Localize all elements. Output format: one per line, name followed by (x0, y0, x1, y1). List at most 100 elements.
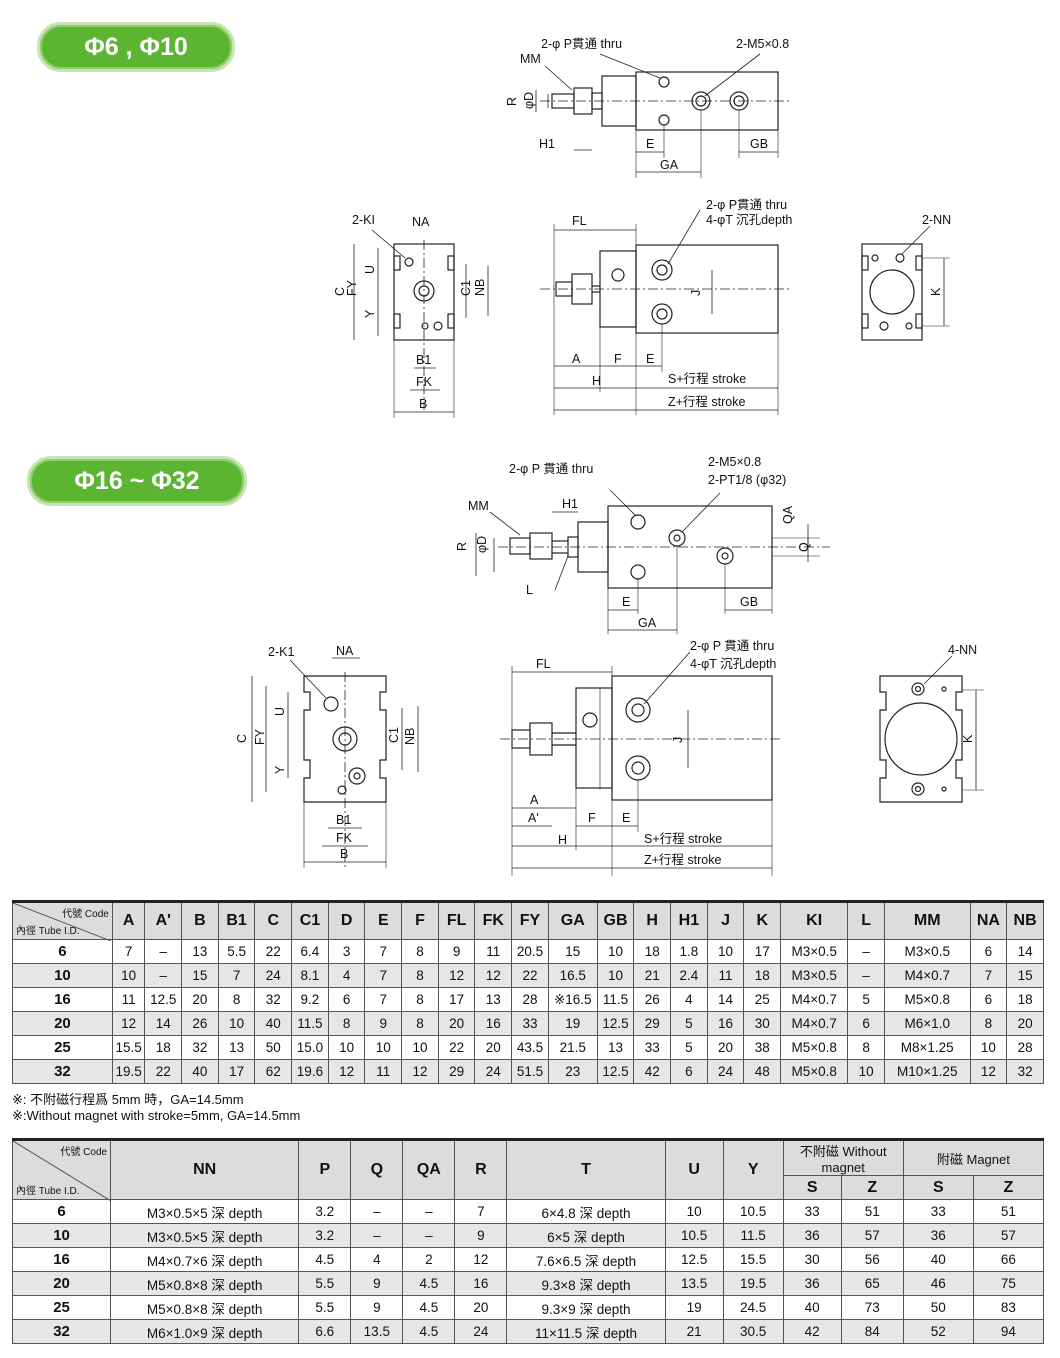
table-cell: 73 (840, 1295, 904, 1320)
footnote-chinese: ※: 不附磁行程爲 5mm 時，GA=14.5mm (12, 1092, 244, 1107)
table-cell: 6 (969, 939, 1008, 964)
tube-size-cell: 20 (12, 1011, 113, 1036)
table-cell: 22 (511, 963, 549, 988)
table-cell: 50 (254, 1035, 293, 1060)
table-cell: 9 (364, 1011, 403, 1036)
table-cell: 11.5 (596, 987, 635, 1012)
table-cell: 7.6×6.5 深 depth (506, 1247, 666, 1272)
tube-size-cell: 32 (12, 1059, 113, 1084)
label-b-l: B (340, 847, 348, 861)
table-cell: 19 (547, 1011, 598, 1036)
table-cell: 10 (596, 939, 635, 964)
table-cell: 51 (840, 1199, 904, 1224)
label-na: NA (412, 215, 430, 229)
label-k-l: K (961, 734, 975, 743)
table1-header-cell: KI (780, 900, 849, 940)
table1-corner-header: 代號 Code 內徑 Tube I.D. (12, 900, 113, 941)
small-rear-view (861, 225, 950, 341)
tube-size-cell: 16 (11, 1247, 112, 1272)
table-cell: 10 (664, 1199, 724, 1224)
table-cell: M4×0.7×6 深 depth (110, 1247, 300, 1272)
table-cell: 8 (401, 987, 439, 1012)
table-cell: 83 (972, 1295, 1045, 1320)
table-cell: ※16.5 (547, 987, 598, 1012)
label-z-stroke: Z+行程 stroke (668, 394, 745, 409)
table-cell: 5.5 (298, 1271, 352, 1296)
label-r: R (505, 97, 519, 106)
label-fy-l: FY (253, 728, 267, 745)
table-cell: 17 (437, 987, 476, 1012)
corner-code-label-2: 代號 Code (60, 1147, 108, 1158)
table-cell: 10 (401, 1035, 439, 1060)
label-ga-l: GA (638, 616, 657, 630)
large-top-view (475, 489, 830, 634)
table-cell: 3.2 (298, 1223, 352, 1248)
label-l: L (526, 583, 533, 597)
label-t-depth: 4-φT 沉孔depth (706, 213, 792, 227)
table-cell: 66 (972, 1247, 1045, 1272)
table-cell: 4 (670, 987, 708, 1012)
table1-header-cell: FL (437, 900, 476, 940)
table-cell: – (847, 963, 885, 988)
table-cell: 16 (454, 1271, 508, 1296)
table1-header-cell: D (327, 900, 366, 940)
table-cell: 28 (511, 987, 549, 1012)
table-cell: 11.5 (291, 1011, 329, 1036)
table2-header-cell: NN (110, 1138, 300, 1200)
table-cell: – (847, 939, 885, 964)
table-cell: 19 (664, 1295, 724, 1320)
table-cell: 6 (327, 987, 366, 1012)
table-cell: 8 (217, 987, 256, 1012)
label-h1: H1 (539, 137, 555, 151)
table2-header-cell: Y (722, 1138, 784, 1200)
label-b1: B1 (416, 353, 431, 367)
label-fy: FY (345, 279, 359, 296)
table-cell: 46 (902, 1271, 974, 1296)
table-cell: 14 (706, 987, 745, 1012)
table-cell: 10 (969, 1035, 1008, 1060)
table-cell: 15 (1006, 963, 1044, 988)
label-b: B (419, 397, 427, 411)
table1-header-cell: B1 (217, 900, 256, 940)
table-cell: 51 (972, 1199, 1045, 1224)
label-u-l: U (273, 707, 287, 716)
table-cell: 18 (144, 1035, 183, 1060)
table-cell: 84 (840, 1319, 904, 1344)
table-cell: 9 (437, 939, 476, 964)
table1-header-cell: E (364, 900, 403, 940)
table1-header-cell: K (743, 900, 782, 940)
table-cell: 14 (1006, 939, 1044, 964)
table-cell: 20 (437, 1011, 476, 1036)
label-e: E (646, 137, 654, 151)
table-cell: 7 (364, 987, 403, 1012)
label-c: C (333, 287, 347, 296)
table1-header-cell: C (254, 900, 293, 940)
label-e-side: E (646, 352, 654, 366)
table-cell: 38 (743, 1035, 782, 1060)
label-a-prime: A' (528, 811, 539, 825)
table-cell: 75 (972, 1271, 1045, 1296)
label-nb: NB (473, 279, 487, 296)
size-badge-large: Φ16 ~ Φ32 (27, 456, 247, 506)
table-cell: 18 (1006, 987, 1044, 1012)
table-cell: 7 (111, 939, 146, 964)
table-cell: 22 (437, 1035, 476, 1060)
table-cell: 65 (840, 1271, 904, 1296)
corner-tube-label-2: 內徑 Tube I.D. (16, 1186, 80, 1197)
table-cell: 13 (217, 1035, 256, 1060)
table-cell: 6 (670, 1059, 708, 1084)
table-cell: 7 (364, 939, 403, 964)
label-c1: C1 (459, 280, 473, 296)
label-k1: 2-K1 (268, 645, 294, 659)
table-cell: 42 (633, 1059, 672, 1084)
magnet-group-header: 附磁 Magnet (902, 1138, 1045, 1176)
table-cell: 20 (181, 987, 219, 1012)
table1-header-cell: H (633, 900, 672, 940)
table1-header-cell: F (401, 900, 439, 940)
table-cell: 29 (633, 1011, 672, 1036)
table-cell: 32 (1006, 1059, 1044, 1084)
table-cell: 4.5 (402, 1271, 456, 1296)
